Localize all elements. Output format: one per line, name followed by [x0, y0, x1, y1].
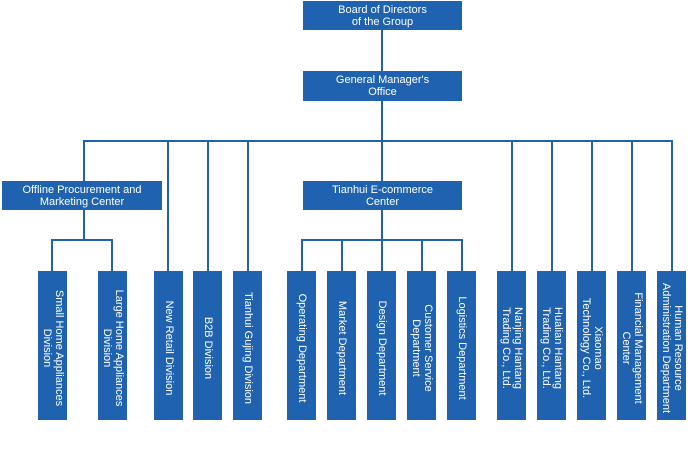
b2b-division-box: B2B Division: [193, 271, 222, 420]
large-home-appliances-division-box: Large Home Appliances Division: [98, 271, 127, 420]
connector-offline-drop: [83, 140, 85, 181]
operating-department-box: Operating Department: [287, 271, 316, 420]
board-of-directors-box: Board of Directors of the Group: [303, 1, 462, 30]
connector-guijing-drop: [247, 140, 249, 271]
financial-management-center-label: Financial Management Center: [619, 292, 644, 404]
connector-largehome-drop: [111, 239, 113, 271]
xiaomao-technology-label: Xiaomao Technology Co., Ltd.: [579, 297, 604, 399]
connector-logistics-drop: [461, 239, 463, 271]
connector-smallhome-drop: [51, 239, 53, 271]
connector-financial-drop: [631, 140, 633, 271]
connector-xiaomao-drop: [591, 140, 593, 271]
tianhui-gujing-division-label: Tianhui Gujing Division: [241, 291, 254, 405]
connector-ecommerce-drop: [381, 140, 383, 181]
connector-operating-drop: [301, 239, 303, 271]
connector-offline-trunk: [83, 210, 85, 240]
logistics-department-label: Logistics Department: [455, 296, 468, 400]
connector-customer-drop: [421, 239, 423, 271]
connector-design-drop: [381, 239, 383, 271]
large-home-appliances-division-label: Large Home Appliances Division: [100, 289, 125, 407]
connector-board-gm: [381, 30, 383, 71]
connector-hr-drop: [671, 140, 673, 271]
customer-service-department-box: Customer Service Department: [407, 271, 436, 420]
hualian-hantang-trading-box: Hualian Hantang Trading Co., Ltd.: [537, 271, 566, 420]
xiaomao-technology-box: Xiaomao Technology Co., Ltd.: [577, 271, 606, 420]
market-department-box: Market Department: [327, 271, 356, 420]
connector-ecommerce-trunk: [381, 210, 383, 240]
connector-newretail-drop: [167, 140, 169, 271]
connector-nanjing-drop: [511, 140, 513, 271]
connector-hualian-drop: [551, 140, 553, 271]
b2b-division-label: B2B Division: [201, 316, 214, 380]
connector-offline-horizontal: [51, 239, 113, 241]
tianhui-gujing-division-box: Tianhui Gujing Division: [233, 271, 262, 420]
human-resource-administration-box: Human Resource Administration Department: [657, 271, 686, 420]
new-retail-division-label: New Retail Division: [162, 300, 175, 396]
nanjing-hantang-trading-label: Nanjing Hantang Trading Co., Ltd.: [499, 307, 524, 389]
ecommerce-center-box: Tianhui E-commerce Center: [303, 181, 462, 210]
small-home-appliances-division-box: Small Home Appliances Division: [38, 271, 67, 420]
human-resource-administration-label: Human Resource Administration Department: [659, 282, 684, 414]
design-department-box: Design Department: [367, 271, 396, 420]
connector-main-horizontal: [83, 140, 673, 142]
connector-market-drop: [341, 239, 343, 271]
hualian-hantang-trading-label: Hualian Hantang Trading Co., Ltd.: [539, 307, 564, 389]
nanjing-hantang-trading-box: Nanjing Hantang Trading Co., Ltd.: [497, 271, 526, 420]
operating-department-label: Operating Department: [295, 293, 308, 403]
market-department-label: Market Department: [335, 300, 348, 396]
customer-service-department-label: Customer Service Department: [409, 304, 434, 392]
design-department-label: Design Department: [375, 300, 388, 396]
connector-gm-trunk: [381, 101, 383, 141]
logistics-department-box: Logistics Department: [447, 271, 476, 420]
financial-management-center-box: Financial Management Center: [617, 271, 646, 420]
new-retail-division-box: New Retail Division: [154, 271, 183, 420]
small-home-appliances-division-label: Small Home Appliances Division: [40, 289, 65, 407]
connector-b2b-drop: [207, 140, 209, 271]
general-manager-office-box: General Manager's Office: [303, 71, 462, 101]
offline-procurement-center-box: Offline Procurement and Marketing Center: [2, 181, 162, 210]
